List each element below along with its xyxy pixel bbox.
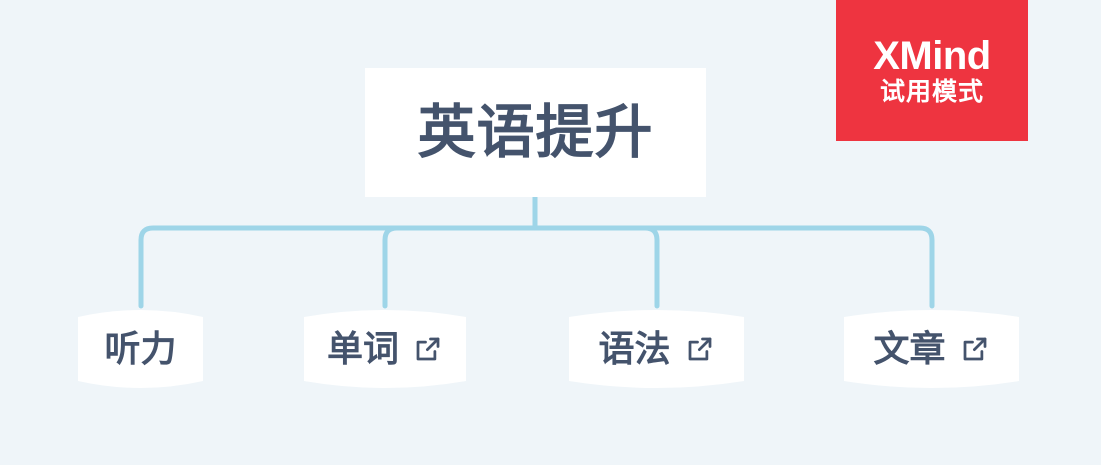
external-link-icon[interactable]: [413, 334, 443, 364]
topic-shape: [844, 310, 1019, 388]
xmind-trial-watermark: XMind 试用模式: [836, 0, 1028, 141]
xmind-brand-label: XMind: [873, 34, 991, 78]
topic-vocabulary[interactable]: 单词: [288, 303, 482, 395]
topic-shape: [78, 310, 203, 388]
connector-branch-3: [532, 225, 660, 309]
external-link-icon[interactable]: [685, 334, 715, 364]
central-topic-label: 英语提升: [417, 99, 654, 165]
topic-shape: [569, 310, 744, 388]
topic-label: 语法: [598, 328, 671, 369]
external-link-icon[interactable]: [960, 334, 990, 364]
topic-listening[interactable]: 听力: [62, 303, 219, 395]
topic-label: 单词: [326, 328, 399, 369]
connector-branch-2: [382, 225, 538, 309]
topic-label: 文章: [873, 328, 946, 369]
connector-branch-1: [138, 225, 538, 309]
topic-label: 听力: [104, 328, 177, 369]
topic-shape: [304, 310, 466, 388]
xmind-trial-mode-label: 试用模式: [879, 78, 984, 106]
topic-grammar[interactable]: 语法: [553, 303, 760, 395]
topic-article[interactable]: 文章: [828, 303, 1035, 395]
connector-branch-4: [532, 225, 935, 309]
central-topic[interactable]: 英语提升: [365, 68, 706, 197]
